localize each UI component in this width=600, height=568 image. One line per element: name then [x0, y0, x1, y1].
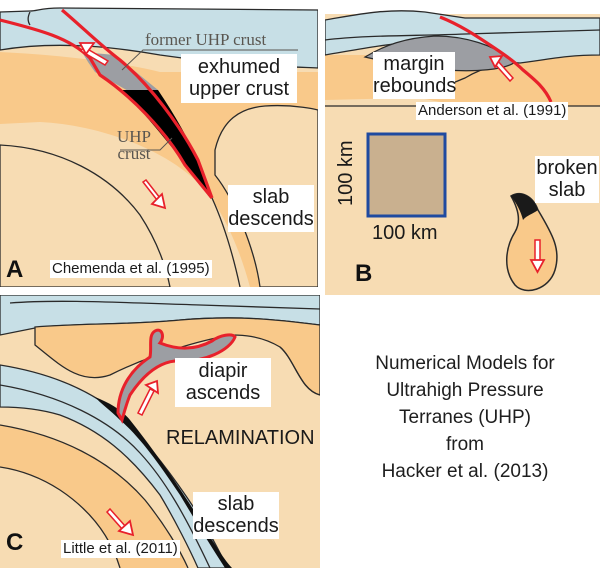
crust-blue	[325, 10, 600, 64]
subducted-crust-black	[95, 397, 232, 568]
scale-box-100km	[366, 132, 447, 218]
panel-a-chemenda-model: former UHP crust exhumed upper crust UHP…	[0, 0, 318, 287]
citation-anderson: Anderson et al. (1991)	[416, 102, 569, 121]
scale-label-vertical: 100 km	[335, 140, 357, 206]
sky-region	[325, 0, 600, 14]
panel-letter-a: A	[6, 256, 24, 283]
caption-line: Hacker et al. (2013)	[381, 461, 549, 482]
rebound-arrow-icon	[488, 54, 515, 83]
caption-line: from	[446, 434, 484, 455]
label-relamination: RELAMINATION	[166, 427, 315, 449]
panel-b-anderson-model: margin rebounds Anderson et al. (1991) b…	[325, 0, 600, 295]
figure-caption: Numerical Models for Ultrahigh Pressure …	[330, 350, 600, 485]
diapir-ascent-arrow-icon	[136, 379, 160, 417]
leader-line-former-uhp	[121, 49, 298, 71]
caption-line: Ultrahigh Pressure	[386, 380, 544, 401]
citation-chemenda: Chemenda et al. (1995)	[50, 260, 212, 279]
panel-letter-b: B	[355, 260, 373, 287]
label-former-uhp-crust: former UHP crust	[145, 30, 267, 49]
citation-little: Little et al. (2011)	[61, 540, 180, 559]
broken-slab-crust	[511, 193, 538, 220]
label-slab-descends: slab descends	[193, 492, 279, 540]
label-margin-rebounds: margin rebounds	[373, 52, 456, 100]
panel-c-little-model: diapir ascends RELAMINATION slab descend…	[0, 295, 320, 568]
fault-line-upper	[60, 8, 214, 199]
exhumation-arrow-icon	[78, 42, 110, 66]
caption-line: Terranes (UHP)	[399, 407, 531, 428]
panel-c-cross-section	[0, 295, 320, 568]
fault-line	[439, 15, 553, 103]
caption-line: Numerical Models for	[375, 353, 555, 374]
label-diapir-ascends: diapir ascends	[175, 358, 271, 408]
sinking-arrow-icon	[529, 239, 546, 274]
label-exhumed-upper-crust: exhumed upper crust	[181, 54, 297, 104]
leader-line-uhp	[120, 137, 173, 151]
panel-b-cross-section	[325, 0, 600, 295]
slab-descent-arrow-icon	[141, 178, 167, 210]
label-slab-descends: slab descends	[228, 185, 314, 233]
uhp-diapir	[116, 328, 237, 424]
slab-descent-arrow-icon	[105, 507, 135, 537]
scale-label-horizontal: 100 km	[372, 222, 438, 244]
panel-letter-c: C	[6, 529, 24, 556]
label-broken-slab: broken slab	[535, 156, 599, 204]
fault-line-lower	[0, 18, 214, 200]
slab-lithosphere	[0, 425, 188, 568]
label-uhp-crust: UHP crust	[117, 127, 152, 163]
